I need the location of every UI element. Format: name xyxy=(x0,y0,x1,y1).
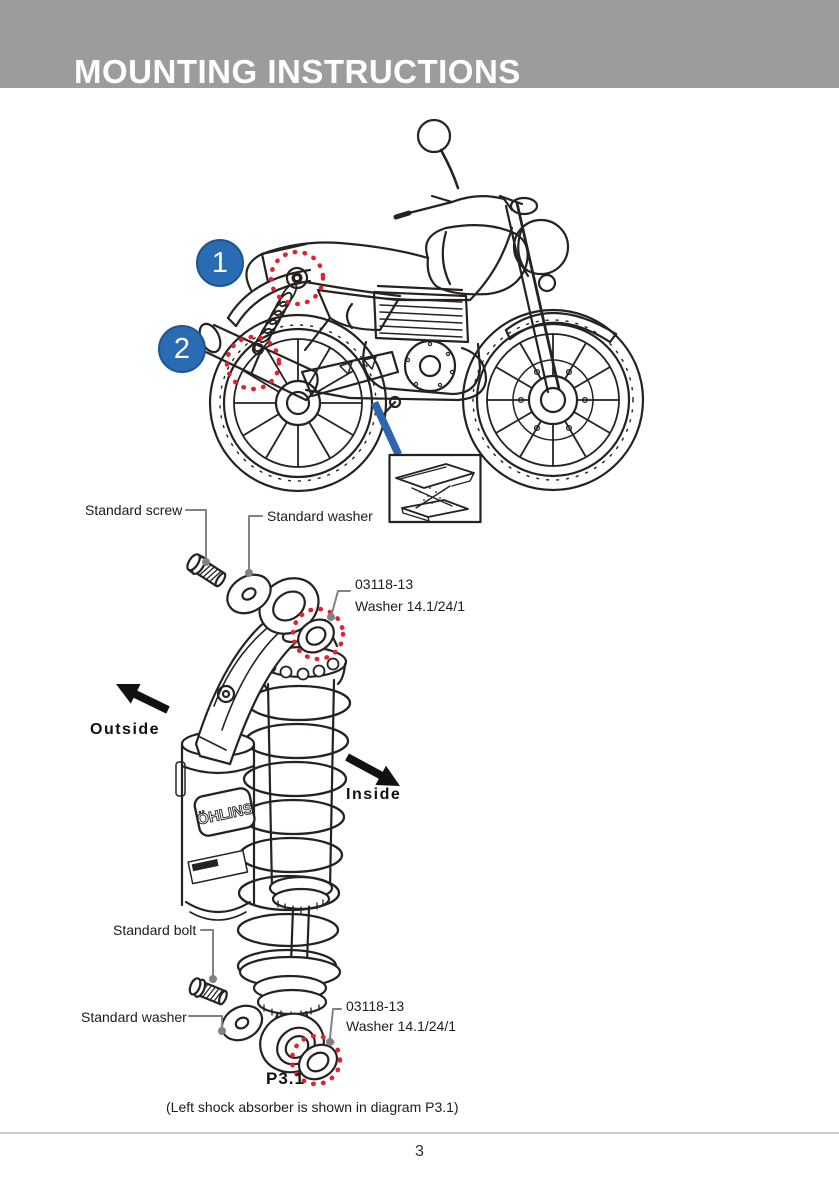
engine xyxy=(345,284,482,418)
callout-2: 2 xyxy=(158,325,206,373)
bottom-bolt xyxy=(188,977,228,1006)
exhaust xyxy=(198,322,488,402)
label-standard-screw: Standard screw xyxy=(85,502,183,518)
highlight-circle-mount-2 xyxy=(224,334,282,392)
orientation-arrows xyxy=(116,684,400,786)
front-wheel xyxy=(461,308,645,492)
top-washer xyxy=(226,573,272,615)
ohlins-logo-plate: ÖHLINS xyxy=(193,787,256,837)
highlight-circle-mount-1 xyxy=(268,249,326,307)
lower-assembly xyxy=(238,955,342,1074)
outside-arrow xyxy=(116,684,170,714)
top-eye-mount xyxy=(258,577,321,644)
label-standard-bolt: Standard bolt xyxy=(113,922,197,938)
label-diagram-ref: P3.1 xyxy=(266,1069,305,1088)
swingarm xyxy=(300,350,400,398)
yoke-arm xyxy=(194,614,298,766)
label-inside: Inside xyxy=(346,786,402,803)
rear-wheel xyxy=(208,313,388,493)
page-title: MOUNTING INSTRUCTIONS xyxy=(74,53,521,90)
front-fender xyxy=(504,311,618,344)
part-washer-bottom xyxy=(297,1043,339,1081)
part-number-top: 03118-13 xyxy=(355,576,414,592)
callout-2-number: 2 xyxy=(173,332,191,365)
fuel-tank xyxy=(425,224,529,296)
label-part-washer-top: 03118-13 Washer 14.1/24/1 xyxy=(355,573,465,617)
reservoir: ÖHLINS xyxy=(175,730,256,921)
front-end xyxy=(393,118,570,394)
diagram-caption: (Left shock absorber is shown in diagram… xyxy=(166,1099,459,1115)
part-number-bottom: 03118-13 xyxy=(346,998,405,1014)
callout-1: 1 xyxy=(196,239,244,287)
highlight-circle-washer-top xyxy=(290,606,346,662)
mirror xyxy=(416,118,452,154)
footer-divider xyxy=(0,1132,839,1134)
label-standard-washer-bottom: Standard washer xyxy=(81,1009,187,1025)
header-bar: MOUNTING INSTRUCTIONS xyxy=(0,0,839,88)
stand-inset-box xyxy=(388,453,482,524)
highlight-circle-washer-bottom xyxy=(289,1033,343,1087)
part-highlight-circles xyxy=(289,606,346,1087)
part-desc-top: Washer 14.1/24/1 xyxy=(355,598,465,614)
part-washer-top xyxy=(297,618,335,654)
label-standard-washer-top: Standard washer xyxy=(267,508,373,524)
rear-shock-on-bike xyxy=(251,266,309,356)
part-desc-bottom: Washer 14.1/24/1 xyxy=(346,1018,456,1034)
top-screw xyxy=(186,553,227,588)
shock-absorber-drawing: ÖHLINS xyxy=(175,553,352,1081)
page-number: 3 xyxy=(415,1143,424,1160)
headlight xyxy=(512,218,570,276)
label-outside: Outside xyxy=(90,721,161,738)
rear-fender xyxy=(226,268,312,328)
label-part-washer-bottom: 03118-13 Washer 14.1/24/1 xyxy=(346,996,456,1036)
motorcycle-drawing xyxy=(198,118,645,493)
leader-lines xyxy=(185,509,351,1046)
callout-1-number: 1 xyxy=(211,246,229,279)
stand-pointer-line xyxy=(371,401,402,456)
inside-arrow xyxy=(345,753,400,786)
mount-highlight-circles xyxy=(224,249,326,392)
